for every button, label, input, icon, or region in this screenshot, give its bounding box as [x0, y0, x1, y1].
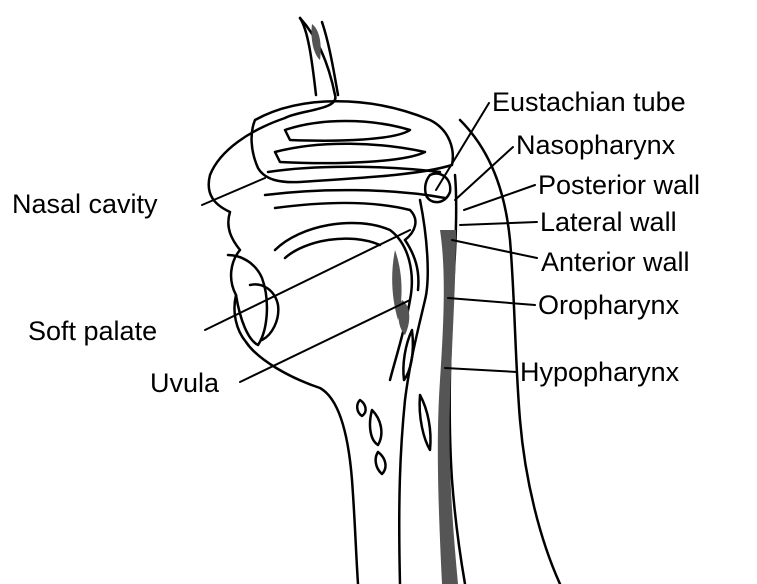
pharynx-wall-shading — [438, 230, 458, 584]
lower-concha — [268, 167, 440, 172]
leader-lateral-wall — [460, 222, 537, 225]
leader-uvula — [240, 300, 410, 382]
upper-concha — [285, 121, 410, 141]
label-eustachian-tube: Eustachian tube — [492, 87, 686, 117]
leader-nasal-cavity — [202, 178, 265, 205]
leader-hypopharynx — [445, 368, 517, 372]
thyroid-cartilage — [357, 400, 365, 416]
face-profile-outline — [209, 18, 358, 584]
vocal-fold-1 — [420, 395, 431, 450]
leader-oropharynx — [448, 298, 535, 305]
cricoid-cartilage — [376, 452, 386, 474]
label-hypopharynx: Hypopharynx — [520, 357, 679, 387]
middle-concha — [275, 144, 425, 163]
label-lateral-wall: Lateral wall — [540, 207, 677, 237]
label-nasopharynx: Nasopharynx — [516, 130, 675, 160]
label-uvula: Uvula — [150, 368, 219, 398]
vocal-fold-2 — [370, 410, 381, 445]
epiglottis — [403, 330, 413, 380]
label-nasal-cavity: Nasal cavity — [12, 189, 158, 219]
label-oropharynx: Oropharynx — [538, 290, 679, 320]
tongue-inner — [285, 239, 380, 258]
tongue — [275, 223, 412, 380]
hard-palate — [265, 190, 445, 198]
label-posterior-wall: Posterior wall — [538, 170, 700, 200]
label-soft-palate: Soft palate — [28, 316, 157, 346]
leader-nasopharynx — [455, 147, 513, 200]
frontal-sinus — [311, 24, 320, 60]
label-anterior-wall: Anterior wall — [541, 247, 690, 277]
leader-anterior-wall — [452, 240, 537, 258]
